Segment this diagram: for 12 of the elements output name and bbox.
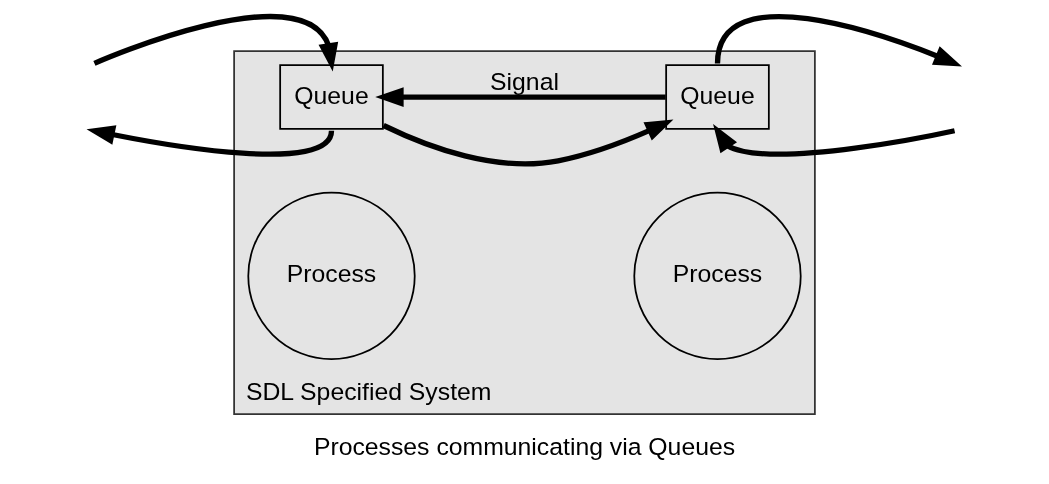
- arrow: [86, 124, 334, 157]
- arrow: [713, 123, 956, 157]
- arrow: [382, 119, 674, 166]
- node-circle: Process: [247, 191, 416, 360]
- node-box: Queue: [665, 63, 770, 130]
- node-circle: Process: [633, 191, 802, 360]
- arrow: [375, 86, 666, 107]
- arrow: [714, 13, 962, 66]
- caption: Processes communicating via Queues: [313, 432, 736, 460]
- arrow: [93, 13, 339, 71]
- edge-label: Signal: [490, 67, 559, 95]
- node-box: Queue: [279, 63, 384, 130]
